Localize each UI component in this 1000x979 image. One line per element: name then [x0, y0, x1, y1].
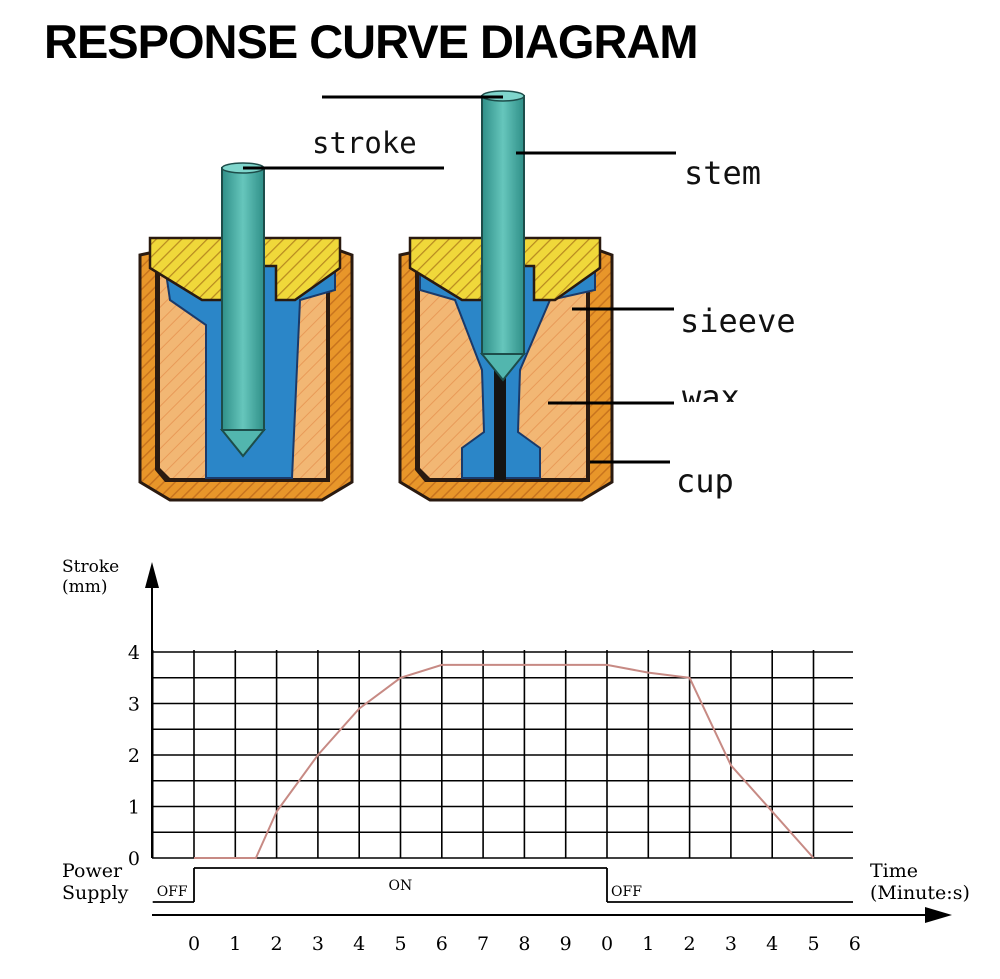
actuator-extended	[398, 90, 614, 502]
y-tick-label: 2	[128, 745, 140, 767]
x-tick-labels: 0 1 2 3 4 5 6 7 8 9 0 1 2 3 4 5 6	[188, 933, 861, 955]
x-tick-label: 6	[849, 933, 861, 955]
y-tick-labels: 0 1 2 3 4	[128, 642, 140, 870]
x-tick-label: 4	[766, 933, 778, 955]
x-tick-label: 2	[684, 933, 696, 955]
page-title: RESPONSE CURVE DIAGRAM	[44, 15, 699, 68]
x-tick-label: 3	[312, 933, 324, 955]
y-axis-title: Stroke	[62, 557, 119, 577]
y-tick-label: 4	[128, 642, 140, 664]
x-axis-title: (Minute:s)	[870, 882, 970, 904]
x-axis-arrow	[925, 907, 952, 923]
power-supply-label: Power	[62, 860, 123, 882]
x-tick-label: 1	[229, 933, 241, 955]
y-tick-label: 3	[128, 694, 140, 716]
power-supply-trace: OFF ON OFF	[152, 867, 853, 903]
x-tick-label: 0	[188, 933, 200, 955]
chart-grid	[151, 650, 853, 859]
chart-axes	[145, 562, 952, 923]
power-state-label: OFF	[611, 884, 642, 900]
sleeve-label: sieeve	[680, 302, 796, 340]
x-tick-label: 4	[353, 933, 365, 955]
y-tick-label: 0	[128, 848, 140, 870]
x-tick-label: 2	[271, 933, 283, 955]
power-state-label: ON	[389, 878, 413, 894]
stroke-label: stroke	[312, 126, 417, 160]
actuator-illustration	[138, 90, 676, 502]
x-tick-label: 9	[560, 933, 572, 955]
power-supply-label: Supply	[62, 882, 129, 904]
x-tick-label: 7	[477, 933, 489, 955]
x-tick-label: 8	[518, 933, 530, 955]
cup-label: cup	[676, 462, 734, 500]
x-tick-label: 6	[436, 933, 448, 955]
power-state-label: OFF	[157, 884, 188, 900]
x-axis-title: Time	[870, 860, 918, 882]
stem-label: stem	[684, 154, 762, 192]
x-tick-label: 5	[807, 933, 819, 955]
y-axis-title: (mm)	[62, 577, 108, 597]
y-tick-label: 1	[128, 797, 140, 819]
x-tick-label: 0	[601, 933, 613, 955]
wax-label: wax	[682, 378, 740, 402]
actuator-retracted	[138, 162, 354, 502]
series-line-group	[193, 663, 815, 859]
stroke-curve	[194, 663, 815, 859]
x-tick-label: 3	[725, 933, 737, 955]
y-axis-arrow	[145, 562, 159, 588]
x-tick-label: 1	[642, 933, 654, 955]
x-tick-label: 5	[394, 933, 406, 955]
